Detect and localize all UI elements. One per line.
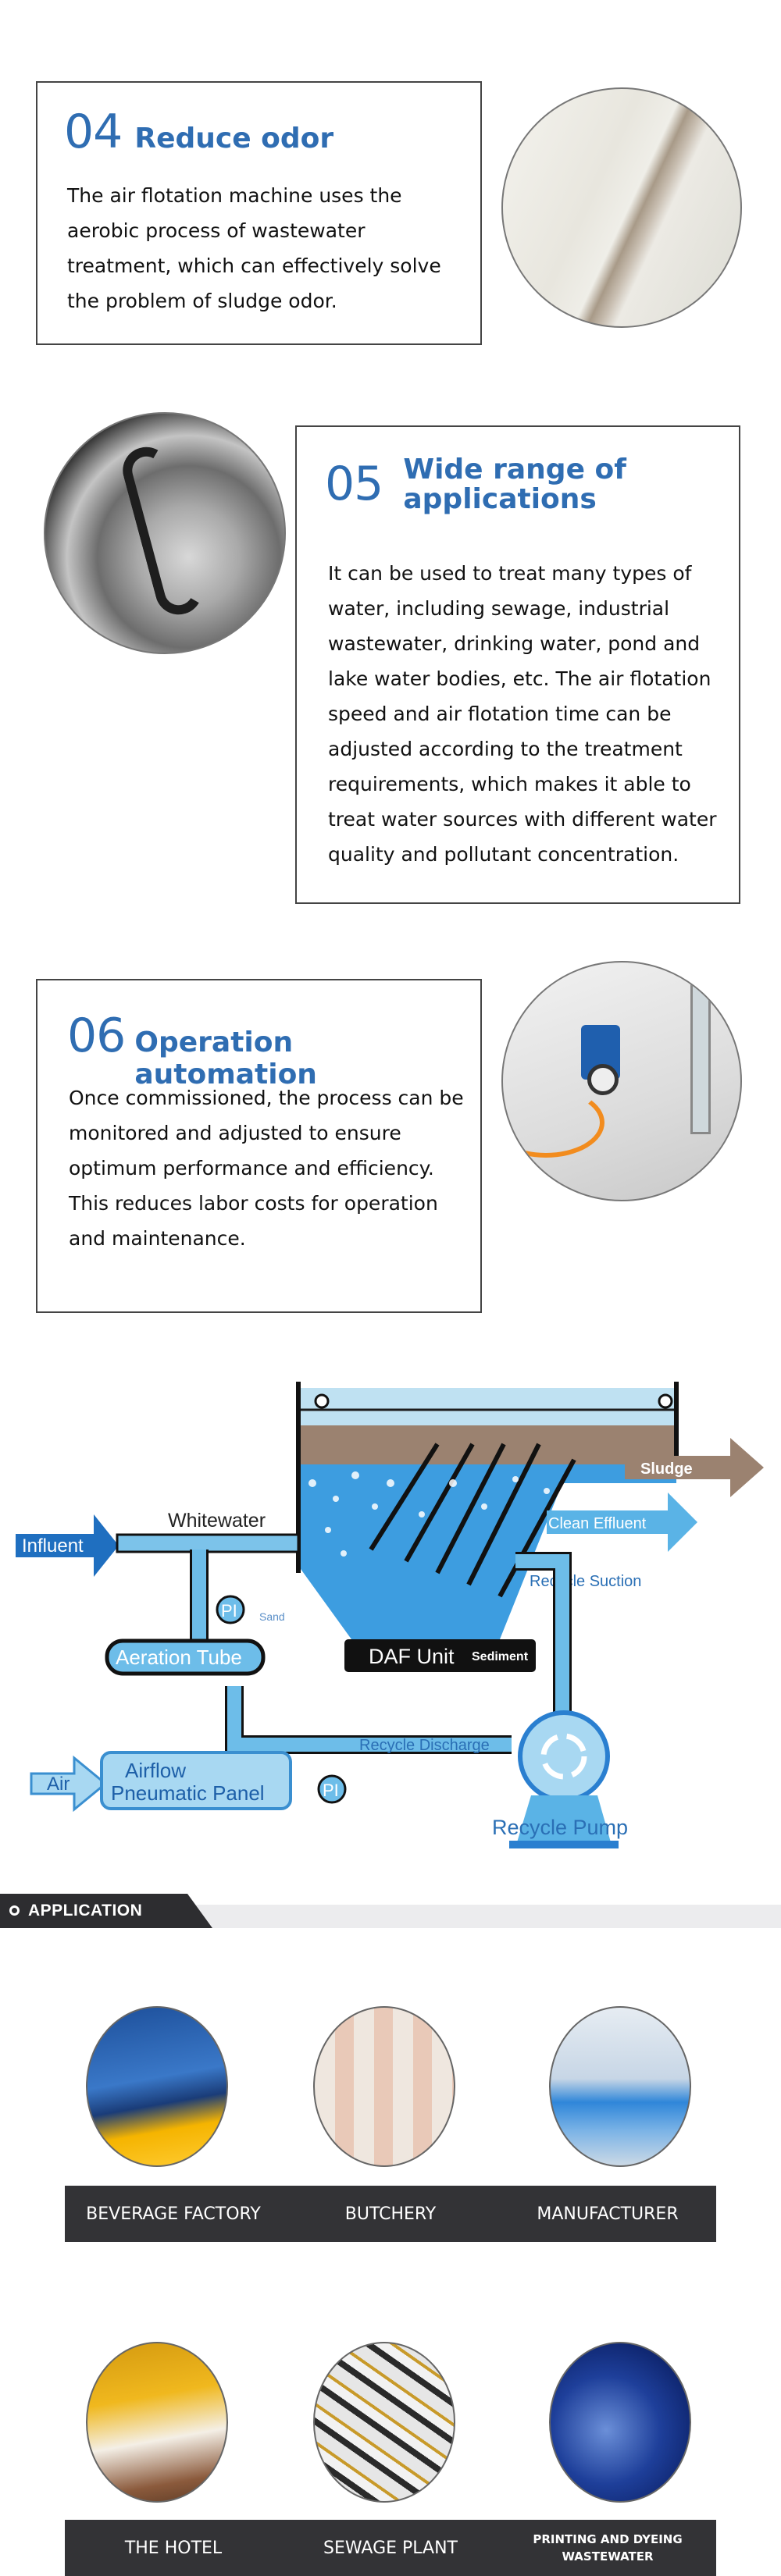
airflow-pneumatic-panel [100, 1751, 292, 1810]
app-label-sewage-plant: SEWAGE PLANT [323, 2538, 458, 2558]
sludge-label: Sludge [640, 1461, 693, 1478]
app-label-butchery: BUTCHERY [344, 2204, 437, 2224]
pressure-indicator-top [216, 1595, 245, 1624]
recycle-pump-label: Recycle Pump [492, 1816, 629, 1839]
feature-title: Reduce odor [134, 123, 334, 155]
sediment-label: Sediment [472, 1650, 529, 1663]
recycle-pump [518, 1710, 610, 1802]
butchery-photo [313, 2006, 455, 2167]
sand-label: Sand [259, 1610, 285, 1623]
feature-title: Operation automation [134, 1026, 317, 1091]
app-label-line2: WASTEWATER [562, 2549, 654, 2564]
app-label-line1: PRINTING AND DYEING [533, 2532, 683, 2546]
tank-top-skimmer [298, 1388, 676, 1425]
feature-body: It can be used to treat many types of wa… [328, 562, 717, 866]
pi-label-2: PI [323, 1781, 339, 1800]
feature-card-reduce-odor: 04 Reduce odor The air flotation machine… [36, 81, 482, 345]
air-label: Air [47, 1774, 70, 1795]
pneumatic-panel-label: Pneumatic Panel [111, 1781, 265, 1805]
whitewater-label: Whitewater [168, 1510, 266, 1532]
recycle-discharge-label: Recycle Discharge [359, 1737, 490, 1754]
daf-unit-base [344, 1639, 536, 1672]
printing-dyeing-wastewater-photo [549, 2342, 691, 2503]
clean-effluent-label: Clean Effluent [548, 1515, 647, 1532]
app-label-printing-dyeing: PRINTING AND DYEING WASTEWATER [499, 2520, 716, 2576]
aeration-tube-label: Aeration Tube [116, 1646, 242, 1669]
daf-unit-label: DAF Unit [369, 1645, 455, 1668]
sewage-plant-photo [313, 2342, 455, 2503]
app-label-manufacturer: MANUFACTURER [537, 2204, 679, 2224]
motor-photo [44, 412, 286, 654]
feature-number: 05 [325, 457, 383, 511]
feature-body: Once commissioned, the process can be mo… [69, 1087, 464, 1250]
circle-bullet-icon [9, 1905, 20, 1916]
lamella-plates [369, 1443, 576, 1598]
skimmer-roller-left [314, 1393, 330, 1409]
pressure-gauge-photo [501, 961, 742, 1201]
manufacturer-photo [549, 2006, 691, 2167]
feature-title-line1: Wide range of [403, 454, 626, 486]
sludge-layer [298, 1425, 676, 1464]
pressure-indicator-bottom [317, 1774, 347, 1804]
air-arrow [30, 1755, 108, 1813]
feature-title-line2: applications [403, 483, 597, 515]
frosted-panel-photo [501, 87, 742, 328]
pi-label: PI [221, 1601, 237, 1621]
hotel-photo [86, 2342, 228, 2503]
skimmer-roller-right [658, 1393, 673, 1409]
influent-arrow [16, 1514, 119, 1577]
application-section-header: APPLICATION [0, 1894, 781, 1928]
aeration-tube [105, 1638, 266, 1676]
app-label-beverage-factory: BEVERAGE FACTORY [86, 2204, 261, 2224]
feature-card-wide-range: 05 Wide range of applications It can be … [295, 425, 740, 904]
application-label-bar-1: BEVERAGE FACTORY BUTCHERY MANUFACTURER [65, 2186, 716, 2242]
feature-number: 04 [64, 105, 123, 159]
airflow-label: Airflow [125, 1759, 186, 1782]
beverage-factory-photo [86, 2006, 228, 2167]
application-label-bar-2: THE HOTEL SEWAGE PLANT PRINTING AND DYEI… [65, 2520, 716, 2576]
recycle-suction-label: Recycle Suction [530, 1573, 641, 1590]
app-label-hotel: THE HOTEL [124, 2538, 223, 2558]
daf-process-diagram: Sludge Clean Effluent Recycle Suction In… [16, 1382, 764, 1848]
feature-body: The air flotation machine uses the aerob… [67, 184, 441, 312]
application-title: APPLICATION [28, 1902, 143, 1920]
sludge-arrow [625, 1438, 764, 1497]
pump-rotation-icon [540, 1733, 587, 1780]
feature-number: 06 [67, 1009, 126, 1063]
influent-label: Influent [22, 1535, 84, 1557]
feature-card-operation-automation: 06 Operation automation Once commissione… [36, 979, 482, 1313]
clean-effluent-arrow [547, 1493, 697, 1552]
